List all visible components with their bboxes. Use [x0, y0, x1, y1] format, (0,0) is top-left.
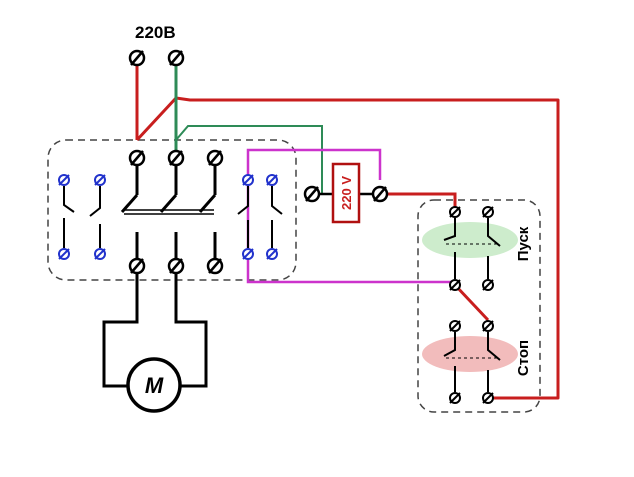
motor-label: M — [145, 373, 164, 398]
stop-button-highlight — [422, 336, 518, 372]
coil-terminal-right — [371, 185, 389, 203]
button-station-enclosure — [417, 199, 541, 413]
coil-terminal-left — [303, 185, 321, 203]
coil-box — [331, 162, 361, 224]
supply-terminal-phase — [128, 49, 146, 67]
start-button — [443, 206, 501, 291]
phase-wire — [135, 58, 560, 400]
contactor-enclosure — [47, 139, 297, 281]
contactor-main-poles — [120, 149, 224, 275]
auxiliary-contacts-right — [237, 174, 283, 260]
stop-button-label: Стоп — [515, 340, 532, 376]
phase-wire-to-coil — [384, 192, 457, 210]
auxiliary-contacts-left — [58, 174, 106, 260]
start-button-label: Пуск — [515, 226, 532, 261]
coil-label: 220 V — [339, 176, 354, 210]
supply-terminal-neutral — [167, 49, 185, 67]
motor-icon — [126, 357, 182, 413]
stop-button — [443, 320, 501, 404]
start-button-highlight — [422, 222, 518, 258]
supply-label: 220В — [135, 23, 176, 42]
motor-lead-left — [102, 268, 139, 388]
motor-lead-right — [174, 268, 208, 388]
stop-to-start-link — [453, 283, 490, 322]
